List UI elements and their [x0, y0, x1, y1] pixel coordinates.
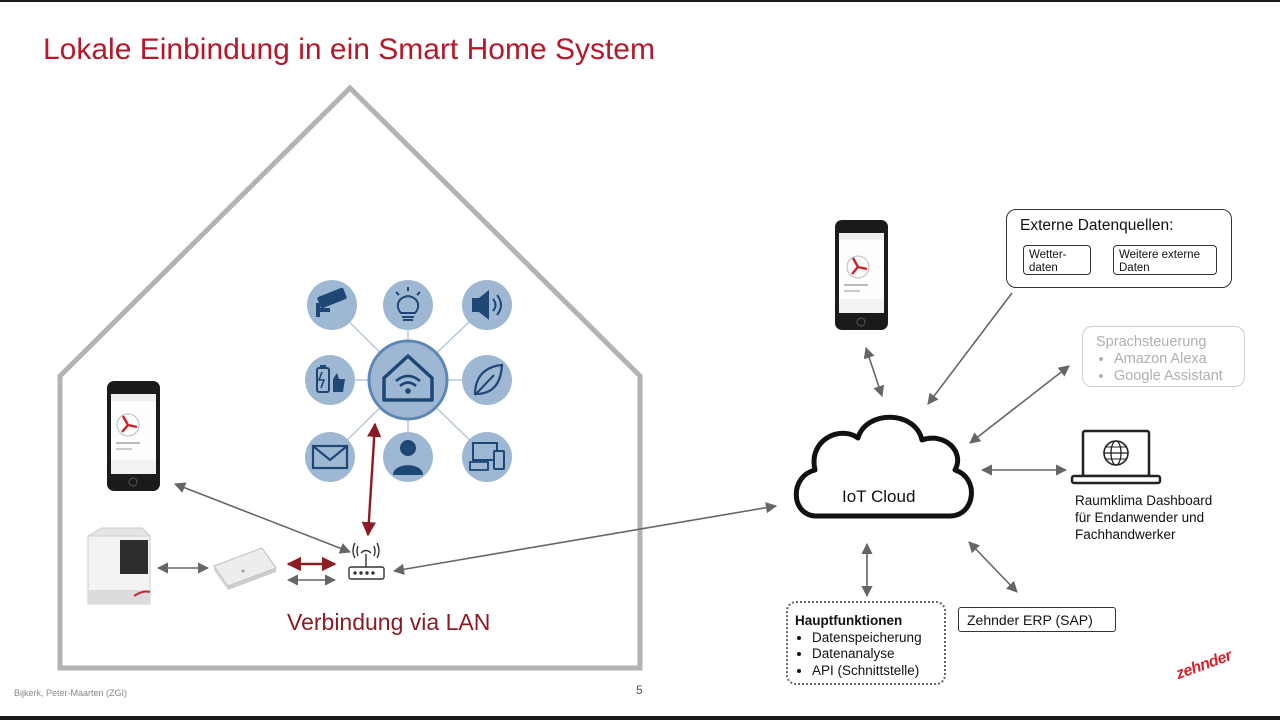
mail-icon: [305, 432, 355, 482]
main-function-item: Datenanalyse: [812, 646, 944, 663]
slide-top-border: [0, 0, 1280, 2]
devices-icon: [462, 432, 512, 482]
arrow-phone-cloud: [863, 346, 885, 398]
main-functions-title: Hauptfunktionen: [795, 613, 903, 628]
main-functions-box: Hauptfunktionen Datenspeicherung Datenan…: [786, 601, 946, 685]
other-external-data-box: Weitere externe Daten: [1113, 245, 1217, 275]
leaf-icon: [462, 355, 512, 405]
external-data-sources-box: Externe Datenquellen: Wetter- daten Weit…: [1006, 209, 1232, 288]
erp-box: Zehnder ERP (SAP): [958, 607, 1116, 632]
house-outline: [57, 84, 643, 671]
external-data-sources-title: Externe Datenquellen:: [1020, 217, 1174, 234]
page-number: 5: [636, 683, 643, 697]
slide-bottom-border: [0, 716, 1280, 720]
user-icon: [383, 432, 433, 482]
main-function-item: API (Schnittstelle): [812, 663, 944, 680]
iot-cloud-shape: [793, 414, 974, 519]
voice-control-box: Sprachsteuerung Amazon Alexa Google Assi…: [1082, 326, 1245, 387]
iot-cloud-label: IoT Cloud: [842, 487, 916, 506]
lan-arrows: [286, 422, 382, 572]
speaker-icon: [462, 280, 512, 330]
arrow-router-phone: [173, 482, 352, 554]
main-function-item: Datenspeicherung: [812, 630, 944, 647]
voice-control-item: Google Assistant: [1114, 368, 1244, 385]
weather-data-label: Wetter- daten: [1029, 249, 1067, 274]
lan-connection-label: Verbindung via LAN: [287, 609, 491, 635]
footer-author: Bijkerk, Peter-Maarten (ZGI): [14, 688, 128, 698]
lan-gateway: [213, 547, 277, 590]
erp-label: Zehnder ERP (SAP): [967, 612, 1093, 628]
connection-arrows: [156, 292, 1070, 598]
slide-title: Lokale Einbindung in ein Smart Home Syst…: [43, 33, 655, 66]
security-camera-icon: [307, 280, 357, 330]
other-external-data-label: Weitere externe Daten: [1119, 249, 1200, 274]
arrow-router-hub: [361, 422, 382, 537]
light-bulb-icon: [383, 280, 433, 330]
arrow-cloud-erp: [968, 541, 1018, 593]
voice-control-item: Amazon Alexa: [1114, 351, 1244, 368]
battery-thumb-icon: [305, 355, 355, 405]
voice-control-list: Amazon Alexa Google Assistant: [1096, 351, 1244, 385]
ventilation-unit: [87, 527, 151, 605]
arrow-voice-cloud: [969, 365, 1070, 444]
voice-control-title: Sprachsteuerung: [1096, 334, 1207, 350]
arrow-router-cloud: [392, 502, 778, 575]
wifi-router-icon: [348, 542, 385, 580]
smartphone-app-cloud: [835, 220, 888, 330]
laptop-globe-icon: [1070, 429, 1162, 485]
arrow-external-cloud: [927, 292, 1013, 405]
dashboard-label: Raumklima Dashboard für Endanwender und …: [1075, 493, 1213, 542]
smartphone-app-house: [107, 381, 160, 491]
home-wifi-hub-icon: [367, 339, 449, 421]
weather-data-box: Wetter- daten: [1023, 245, 1091, 275]
main-functions-list: Datenspeicherung Datenanalyse API (Schni…: [795, 630, 944, 680]
